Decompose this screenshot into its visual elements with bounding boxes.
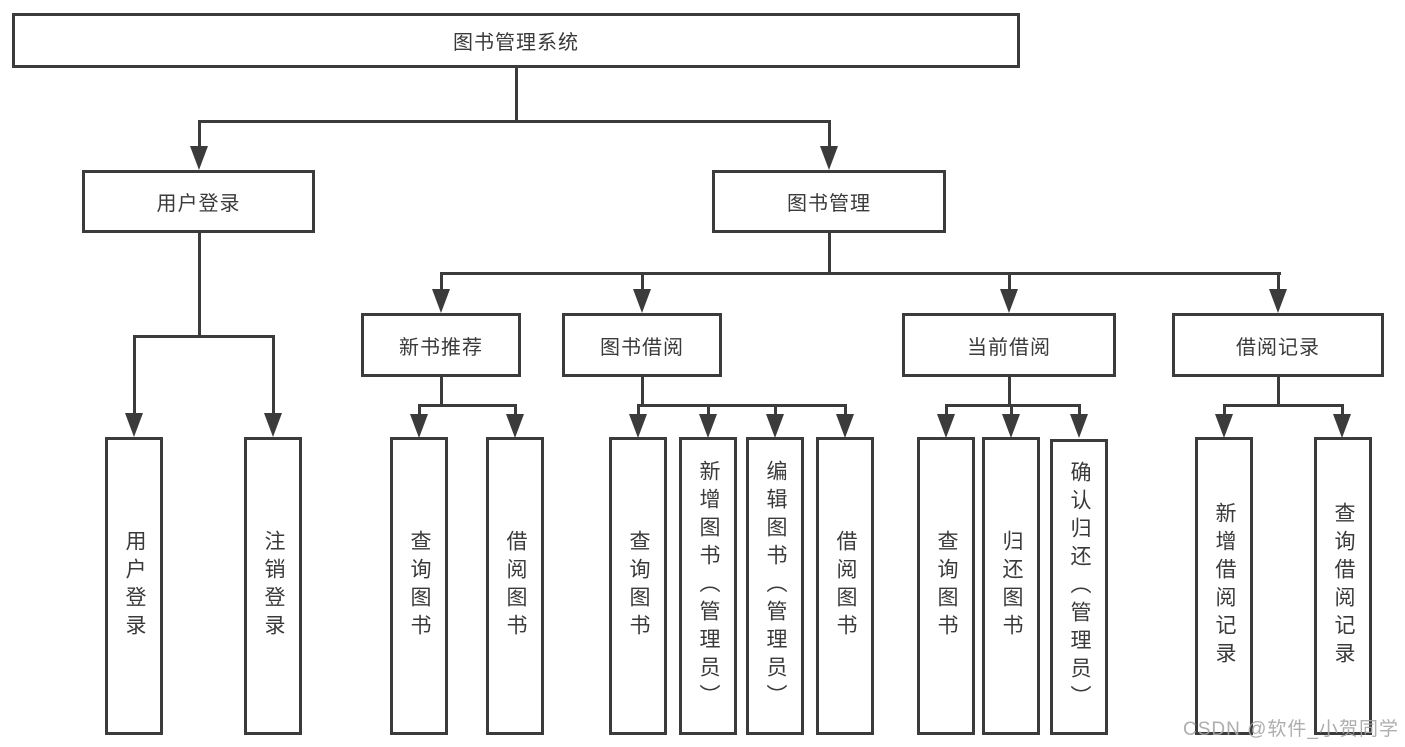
connector-stub-g2-leaf4 [844,404,847,416]
connector-stub-g4-leaf2 [1341,404,1344,416]
arrowhead-down-icon [125,413,143,437]
leaf-g2-add-books-admin-label: 新增图书（管理员） [697,460,721,712]
leaf-g1-borrow-books: 借阅图书 [486,437,544,735]
connector-stub-user-login [198,120,201,150]
connector-user-hline [133,335,275,338]
arrowhead-down-icon [264,413,282,437]
leaf-g4-add-borrow-record: 新增借阅记录 [1195,437,1253,735]
node-new-book-recommend: 新书推荐 [361,313,521,377]
leaf-g2-query-books-label: 查询图书 [627,530,651,642]
node-root-label: 图书管理系统 [453,32,579,54]
leaf-g1-borrow-books-label: 借阅图书 [504,530,528,642]
arrowhead-down-icon [1333,414,1351,438]
node-user-login-label: 用户登录 [156,193,241,215]
connector-stub-g2-leaf1 [637,404,640,416]
leaf-g4-add-borrow-record-label: 新增借阅记录 [1213,502,1237,670]
connector-stub-g1-leaf2 [514,404,517,416]
connector-stub-group4 [1277,272,1280,292]
leaf-user-login: 用户登录 [105,437,163,735]
connector-group4-trunk [1277,377,1280,404]
leaf-g3-return-books-label: 归还图书 [1000,530,1024,642]
node-book-management-label: 图书管理 [787,193,871,215]
arrowhead-down-icon [1000,289,1018,313]
arrowhead-down-icon [410,414,428,438]
node-user-login: 用户登录 [82,170,315,233]
connector-stub-g3-leaf2 [1010,404,1013,416]
connector-stub-g4-leaf1 [1223,404,1226,416]
leaf-g3-confirm-return-admin-label: 确认归还（管理员） [1068,461,1092,713]
node-current-borrowing-label: 当前借阅 [967,336,1051,359]
arrowhead-down-icon [699,414,717,438]
leaf-g4-query-borrow-record: 查询借阅记录 [1314,437,1372,735]
leaf-g2-edit-books-admin: 编辑图书（管理员） [746,437,804,735]
node-borrowing-records-label: 借阅记录 [1236,336,1320,359]
connector-group2-trunk [641,377,644,404]
connector-stub-group1 [440,272,443,292]
leaf-logout-label: 注销登录 [262,530,286,642]
connector-group3-trunk [1008,377,1011,404]
connector-group1-trunk [440,377,443,404]
connector-mgmt-trunk [828,233,831,272]
connector-level1-hline [198,120,831,123]
leaf-g3-return-books: 归还图书 [982,437,1040,735]
node-borrowing-records: 借阅记录 [1172,313,1384,377]
arrowhead-down-icon [937,414,955,438]
connector-group4-hline [1223,404,1344,407]
connector-stub-g1-leaf1 [418,404,421,416]
connector-stub-group3 [1008,272,1011,292]
connector-user-trunk [198,233,201,335]
leaf-g2-add-books-admin: 新增图书（管理员） [679,437,737,735]
connector-stub-user-leaf2 [272,335,275,417]
connector-stub-g2-leaf2 [707,404,710,416]
arrowhead-down-icon [629,414,647,438]
arrowhead-down-icon [190,146,208,170]
leaf-g4-query-borrow-record-label: 查询借阅记录 [1332,502,1356,670]
arrowhead-down-icon [820,146,838,170]
csdn-watermark: CSDN @软件_小贺同学 [1183,719,1399,740]
arrowhead-down-icon [633,289,651,313]
arrowhead-down-icon [836,414,854,438]
leaf-g2-borrow-books: 借阅图书 [816,437,874,735]
leaf-g3-query-books: 查询图书 [917,437,975,735]
connector-stub-g2-leaf3 [774,404,777,416]
connector-group2-hline [637,404,846,407]
connector-stub-g3-leaf3 [1078,404,1081,416]
leaf-g3-query-books-label: 查询图书 [935,530,959,642]
leaf-user-login-label: 用户登录 [123,530,147,642]
node-root: 图书管理系统 [12,13,1020,68]
node-book-borrowing-label: 图书借阅 [600,336,684,359]
node-book-borrowing: 图书借阅 [562,313,722,377]
connector-group1-hline [418,404,517,407]
arrowhead-down-icon [1269,289,1287,313]
arrowhead-down-icon [1002,414,1020,438]
connector-root-trunk [515,68,518,121]
connector-stub-g3-leaf1 [945,404,948,416]
arrowhead-down-icon [506,414,524,438]
connector-stub-book-mgmt [828,120,831,150]
connector-stub-group2 [641,272,644,292]
connector-mgmt-hline [440,272,1281,275]
leaf-g3-confirm-return-admin: 确认归还（管理员） [1050,439,1108,735]
arrowhead-down-icon [766,414,784,438]
connector-stub-user-leaf1 [133,335,136,417]
leaf-g1-query-books: 查询图书 [390,437,448,735]
leaf-logout: 注销登录 [244,437,302,735]
node-new-book-recommend-label: 新书推荐 [399,336,483,359]
leaf-g2-query-books: 查询图书 [609,437,667,735]
arrowhead-down-icon [432,289,450,313]
leaf-g2-edit-books-admin-label: 编辑图书（管理员） [764,460,788,712]
arrowhead-down-icon [1215,414,1233,438]
arrowhead-down-icon [1070,414,1088,438]
leaf-g1-query-books-label: 查询图书 [408,530,432,642]
leaf-g2-borrow-books-label: 借阅图书 [834,530,858,642]
node-book-management: 图书管理 [712,170,946,233]
node-current-borrowing: 当前借阅 [902,313,1116,377]
